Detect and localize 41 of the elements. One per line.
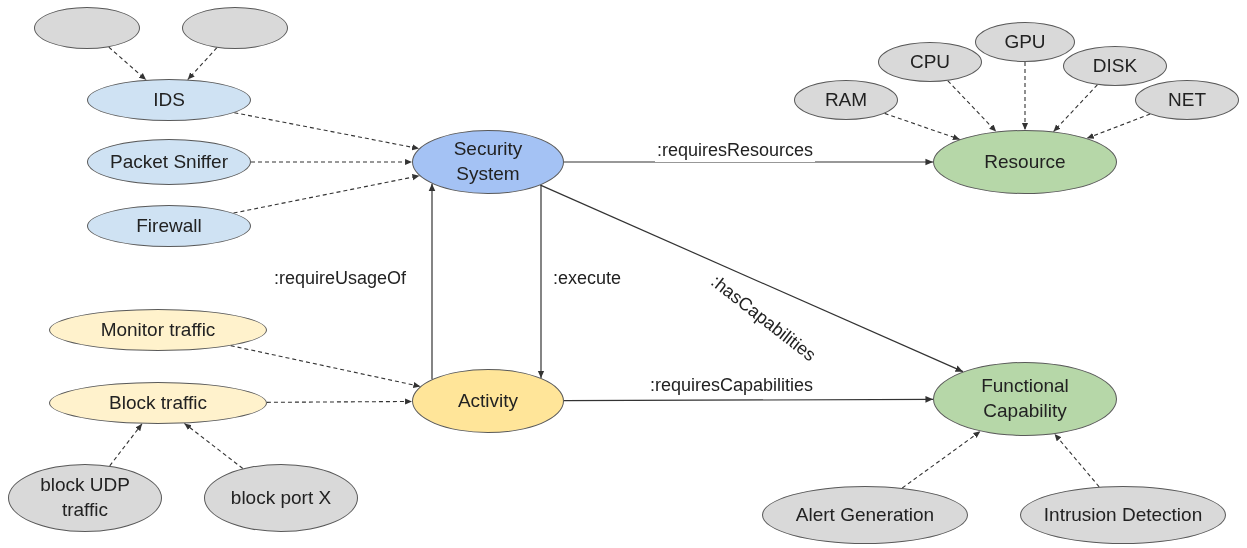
edge-label: :requiresResources [655, 140, 816, 162]
dashed-arrow [233, 112, 420, 151]
node-label: DISK [1091, 53, 1139, 78]
node-label: GPU [1003, 29, 1047, 54]
node-label: Functional Capability [980, 374, 1070, 423]
ellipse-node [1063, 46, 1167, 86]
node-label: RAM [823, 87, 869, 112]
edge-label: :requiresCapabilities [648, 375, 816, 397]
arrow [428, 183, 436, 380]
arrow [563, 396, 934, 403]
node-label: Monitor traffic [99, 317, 217, 342]
dashed-arrow [1086, 113, 1151, 139]
arrow [539, 184, 964, 373]
arrow [537, 184, 545, 379]
ellipse-node [878, 42, 982, 82]
node-label: block UDP traffic [39, 473, 131, 522]
dashed-arrow [250, 158, 413, 166]
dashed-arrow [233, 174, 420, 214]
dashed-arrow [884, 112, 961, 141]
ellipse-node [794, 80, 898, 120]
node-label: Block traffic [108, 390, 208, 415]
dashed-arrow [187, 47, 218, 81]
node-label: CPU [908, 49, 952, 74]
node-label: Alert Generation [794, 502, 936, 527]
node-label: NET [1167, 87, 1207, 112]
node-label: block port X [229, 485, 333, 510]
node-label: Firewall [135, 213, 203, 238]
ellipse-node [1135, 80, 1239, 120]
arrow [563, 158, 934, 166]
node-label: Packet Sniffer [109, 149, 229, 174]
node-label: Intrusion Detection [1042, 502, 1204, 527]
node-label: Activity [456, 388, 520, 413]
dashed-arrow [1021, 61, 1029, 131]
dashed-arrow [266, 398, 413, 405]
node-label: IDS [152, 87, 186, 112]
edge-label: :requireUsageOf [272, 268, 409, 290]
node-label: Security System [452, 137, 524, 186]
dashed-arrow [230, 345, 421, 388]
node-label: Resource [983, 149, 1067, 174]
ellipse-node [975, 22, 1075, 62]
dashed-arrow [183, 422, 244, 470]
